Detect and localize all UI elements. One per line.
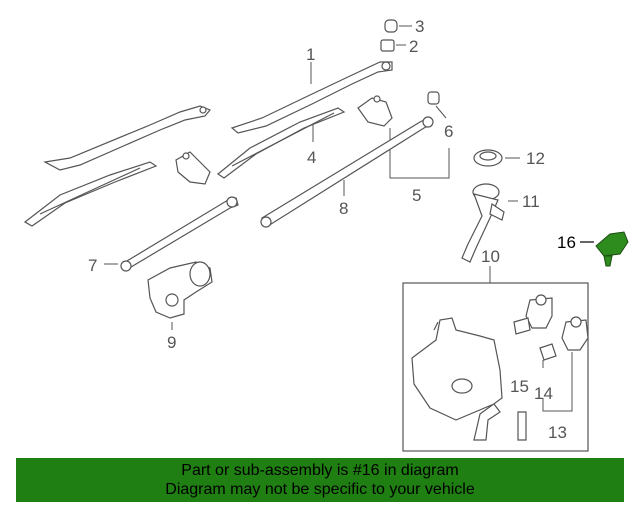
pivot-bracket-right [357, 95, 393, 127]
washer-pump-lower [539, 316, 589, 361]
callout-16: 16 [557, 233, 576, 252]
callout-6: 6 [444, 122, 453, 141]
filler-neck-11 [461, 183, 505, 263]
callout-13: 13 [548, 423, 567, 442]
wiper-blade-right [216, 107, 346, 179]
callout-15: 15 [510, 377, 529, 396]
banner-line-2: Diagram may not be specific to your vehi… [165, 481, 475, 498]
leader-13 [542, 352, 573, 412]
leader-5-bracket [389, 128, 450, 179]
drain-plug-15 [517, 411, 527, 441]
reservoir-assembly-box [402, 282, 589, 452]
callout-11: 11 [522, 192, 540, 211]
parts-diagram: 1 4 3 2 5 6 8 7 [23, 17, 629, 452]
washer-reservoir [411, 317, 503, 441]
callout-7: 7 [88, 256, 97, 275]
leader-6 [435, 105, 447, 119]
cap-3 [384, 19, 398, 33]
linkage-rod-7 [120, 196, 239, 272]
callout-2: 2 [409, 37, 418, 56]
callout-5: 5 [412, 186, 421, 205]
callout-14: 14 [534, 384, 553, 403]
callout-1: 1 [306, 45, 315, 64]
washer-pump-upper [513, 294, 553, 335]
callout-8: 8 [339, 199, 348, 218]
wiper-motor-9 [147, 261, 213, 319]
nut-6 [427, 91, 440, 105]
banner-line-1: Part or sub-assembly is #16 in diagram [181, 462, 459, 479]
info-banner: Part or sub-assembly is #16 in diagram D… [16, 458, 624, 502]
wiper-arm-right [230, 61, 393, 134]
nut-2 [380, 39, 395, 52]
callout-10: 10 [481, 247, 500, 266]
washer-nozzle-16 [595, 231, 629, 267]
wiper-blade-left [23, 161, 158, 227]
wiper-arm-left [43, 105, 211, 171]
callout-12: 12 [526, 149, 545, 168]
filler-cap-12 [473, 149, 503, 167]
callout-9: 9 [167, 333, 176, 352]
linkage-rod-8 [260, 116, 434, 228]
callout-3: 3 [415, 17, 424, 36]
pivot-bracket-left [175, 151, 211, 185]
callout-4: 4 [307, 148, 316, 167]
